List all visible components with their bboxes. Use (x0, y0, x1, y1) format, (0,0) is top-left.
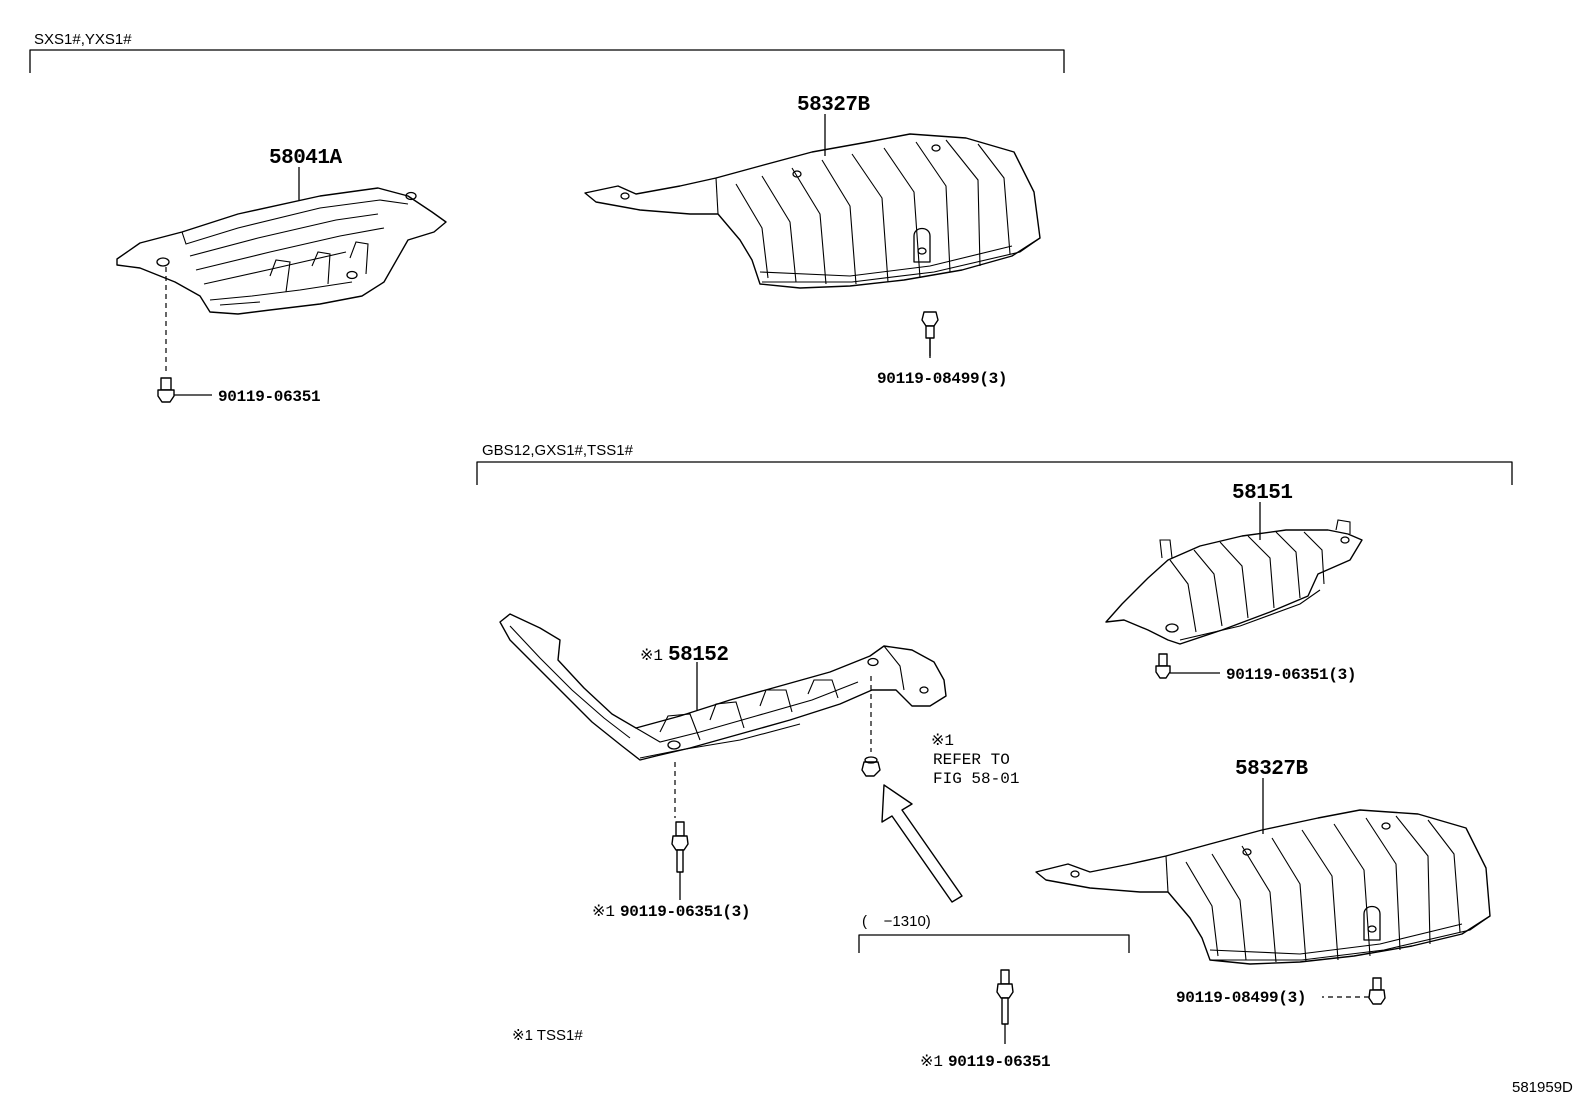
group-label-top: SXS1#,YXS1# (34, 31, 132, 48)
bolt-mark-58152: ※1 (592, 903, 615, 921)
bolt-label-90119-06351-58151: 90119-06351(3) (1226, 666, 1356, 684)
group-label-date: ( −1310) (862, 913, 931, 930)
bolt-label-90119-06351-58152: 90119-06351(3) (620, 903, 750, 921)
part-label-58151: 58151 (1232, 482, 1293, 505)
part-label-58152: 58152 (668, 644, 729, 667)
group-bracket-bottom: GBS12,GXS1#,TSS1# (476, 442, 1513, 485)
figure-id: 581959D (1512, 1079, 1573, 1096)
bolt-mark-bottom-center: ※1 (920, 1053, 943, 1071)
leader-58152 (674, 662, 872, 900)
bolt-icon (671, 821, 689, 873)
part-label-58327B-bottom: 58327B (1235, 758, 1309, 781)
bolt-label-90119-08499-bottom: 90119-08499(3) (1176, 989, 1306, 1007)
part-58151-drawing (1105, 519, 1363, 645)
part-label-58327B-top: 58327B (797, 94, 871, 117)
bolt-label-90119-06351: 90119-06351 (218, 388, 320, 406)
refer-text-line1: REFER TO (933, 751, 1010, 769)
arrow-up-left-icon (881, 784, 963, 903)
bolt-label-90119-08499-top: 90119-08499(3) (877, 370, 1007, 388)
bolt-label-90119-06351-bottom: 90119-06351 (948, 1053, 1050, 1071)
nut-icon (861, 756, 881, 777)
part-mark-58152: ※1 (640, 647, 663, 665)
footnote: ※1 TSS1# (512, 1027, 583, 1044)
bolt-icon (996, 969, 1014, 1044)
group-label-bottom: GBS12,GXS1#,TSS1# (482, 442, 634, 459)
part-58327B-top-drawing (584, 133, 1041, 289)
group-bracket-top: SXS1#,YXS1# (29, 31, 1065, 73)
refer-mark: ※1 (931, 732, 954, 750)
leader-58041A (165, 167, 300, 375)
part-58041A-drawing (116, 187, 447, 315)
part-58327B-bottom-drawing (1035, 809, 1491, 965)
part-58152-drawing (499, 613, 947, 761)
bolt-icon (921, 311, 939, 358)
refer-text-line2: FIG 58-01 (933, 770, 1019, 788)
part-label-58041A: 58041A (269, 147, 343, 170)
group-bracket-date: ( −1310) (858, 913, 1130, 953)
bolt-icon (1155, 653, 1220, 679)
bolt-icon (157, 377, 212, 403)
bolt-icon (1322, 977, 1386, 1005)
